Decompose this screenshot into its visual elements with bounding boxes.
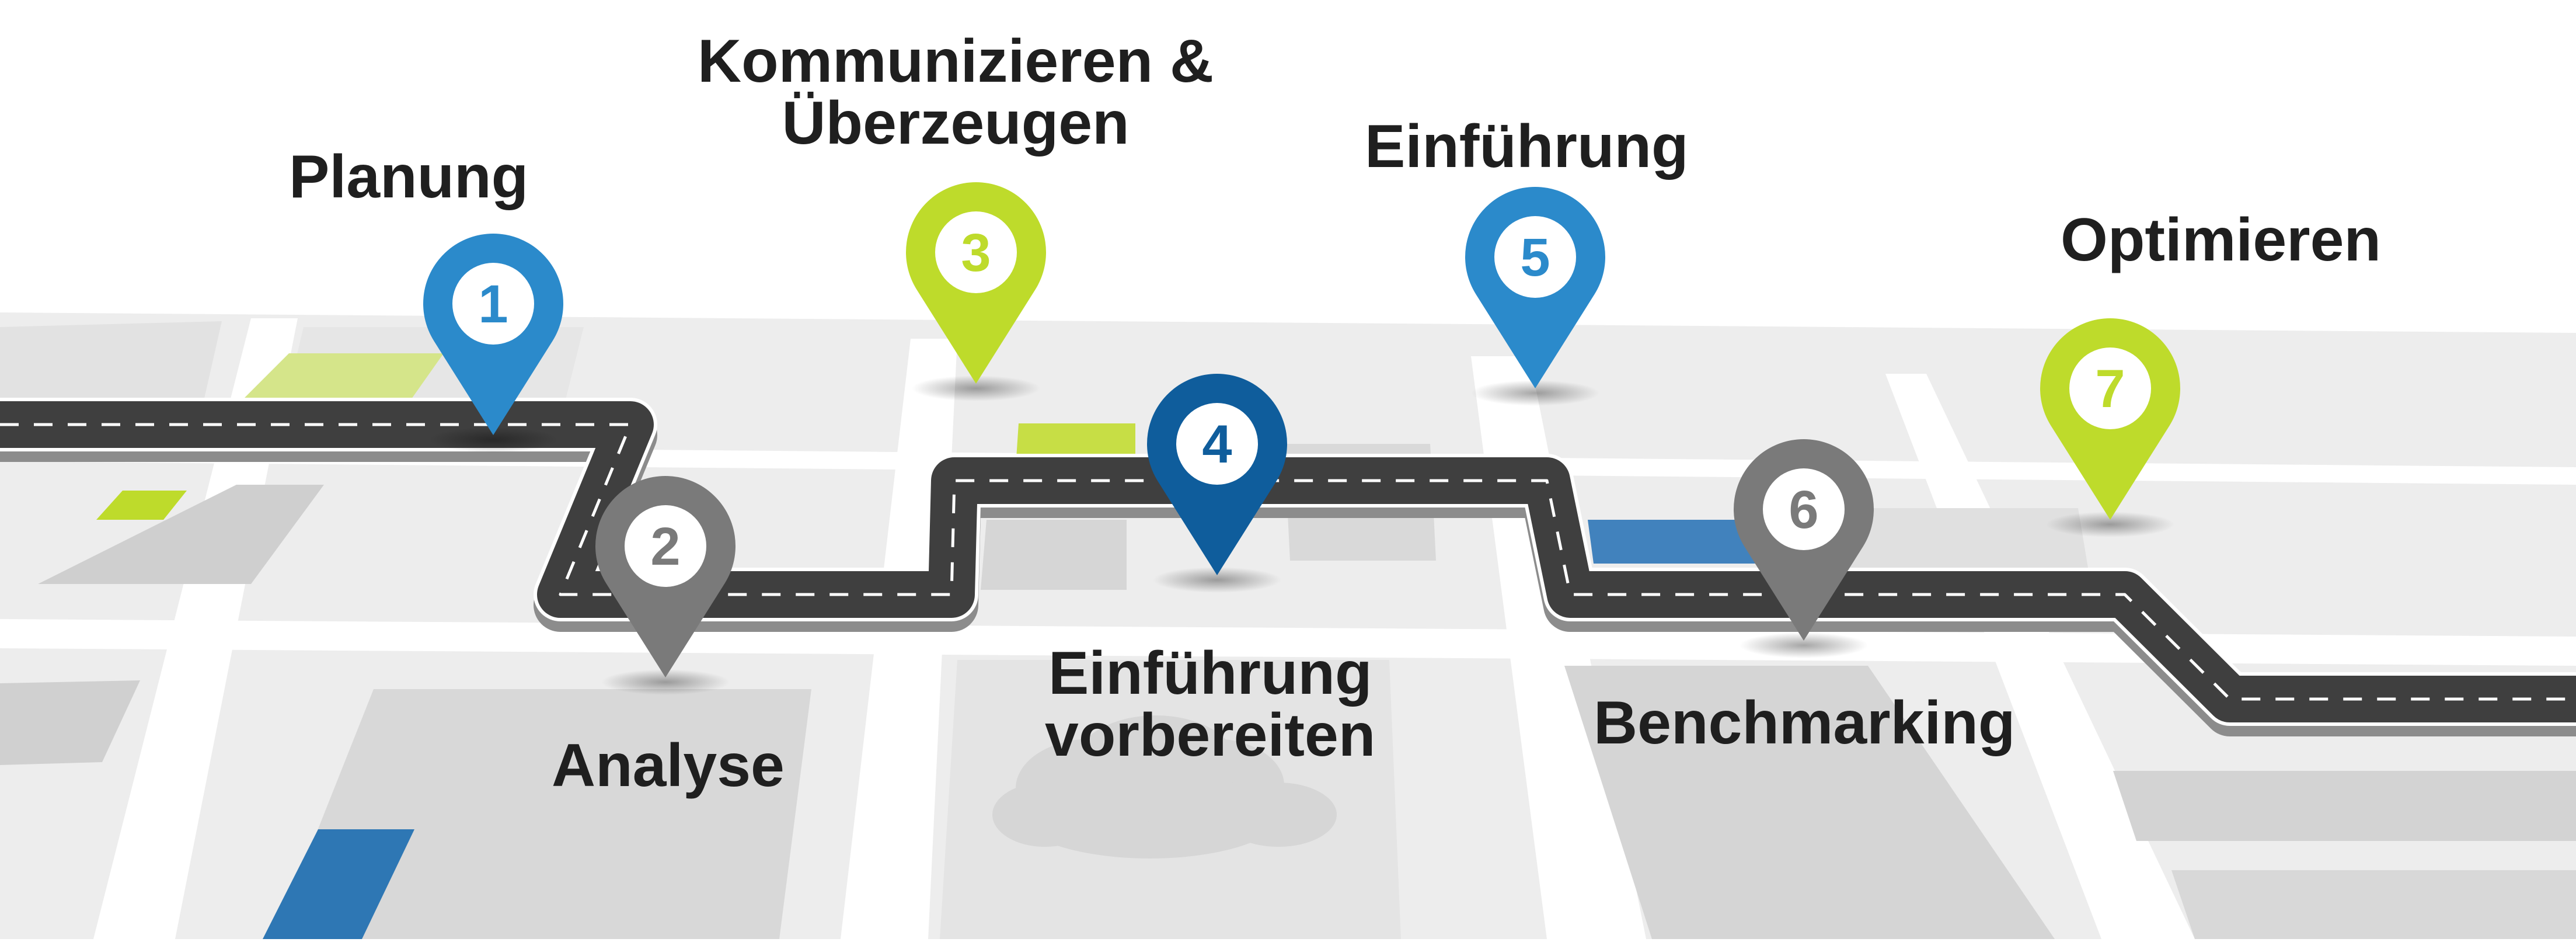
pin-7-inner-circle	[2069, 347, 2151, 429]
step-7-label: Optimieren	[2061, 206, 2381, 274]
pin-2-shadow	[601, 669, 730, 695]
pin-2-number: 2	[650, 517, 680, 576]
pin-4-number: 4	[1202, 415, 1232, 474]
cloud-shape	[992, 715, 1337, 858]
pin-1-shadow	[429, 427, 557, 453]
pin-5-number: 5	[1520, 228, 1550, 287]
pin-4-inner-circle	[1176, 403, 1258, 485]
step-2-label: Analyse	[552, 732, 785, 800]
pin-3-number: 3	[961, 223, 991, 283]
pin-2-inner-circle	[625, 505, 706, 587]
pin-6-inner-circle	[1763, 468, 1845, 550]
pin-3-inner-circle	[935, 211, 1017, 293]
step-5-label: Einführung	[1365, 113, 1689, 180]
pin-6-number: 6	[1789, 480, 1818, 540]
pin-5-shadow	[1471, 380, 1599, 406]
pin-5: 5	[1465, 187, 1606, 406]
pin-1-inner-circle	[452, 263, 534, 345]
pin-7-number: 7	[2095, 359, 2125, 419]
pin-1-number: 1	[478, 274, 508, 334]
pins-layer: 1 2 3 4 5 6 7	[423, 182, 2180, 695]
step-1-label: Planung	[289, 143, 529, 211]
pin-7: 7	[2040, 318, 2180, 537]
step-6-label: Benchmarking	[1594, 689, 2016, 757]
pin-6-shadow	[1740, 632, 1868, 658]
pin-4: 4	[1147, 374, 1287, 593]
pin-6: 6	[1734, 439, 1874, 658]
pin-1: 1	[423, 233, 564, 453]
step-4-label: Einführung vorbereiten	[1045, 639, 1376, 769]
pin-5-inner-circle	[1494, 216, 1576, 298]
pin-2: 2	[595, 476, 735, 695]
pin-7-shadow	[2046, 512, 2174, 537]
pin-3: 3	[906, 182, 1047, 401]
step-3-label: Kommunizieren & Überzeugen	[698, 27, 1214, 157]
pin-4-shadow	[1153, 567, 1281, 593]
pin-3-shadow	[912, 376, 1040, 401]
